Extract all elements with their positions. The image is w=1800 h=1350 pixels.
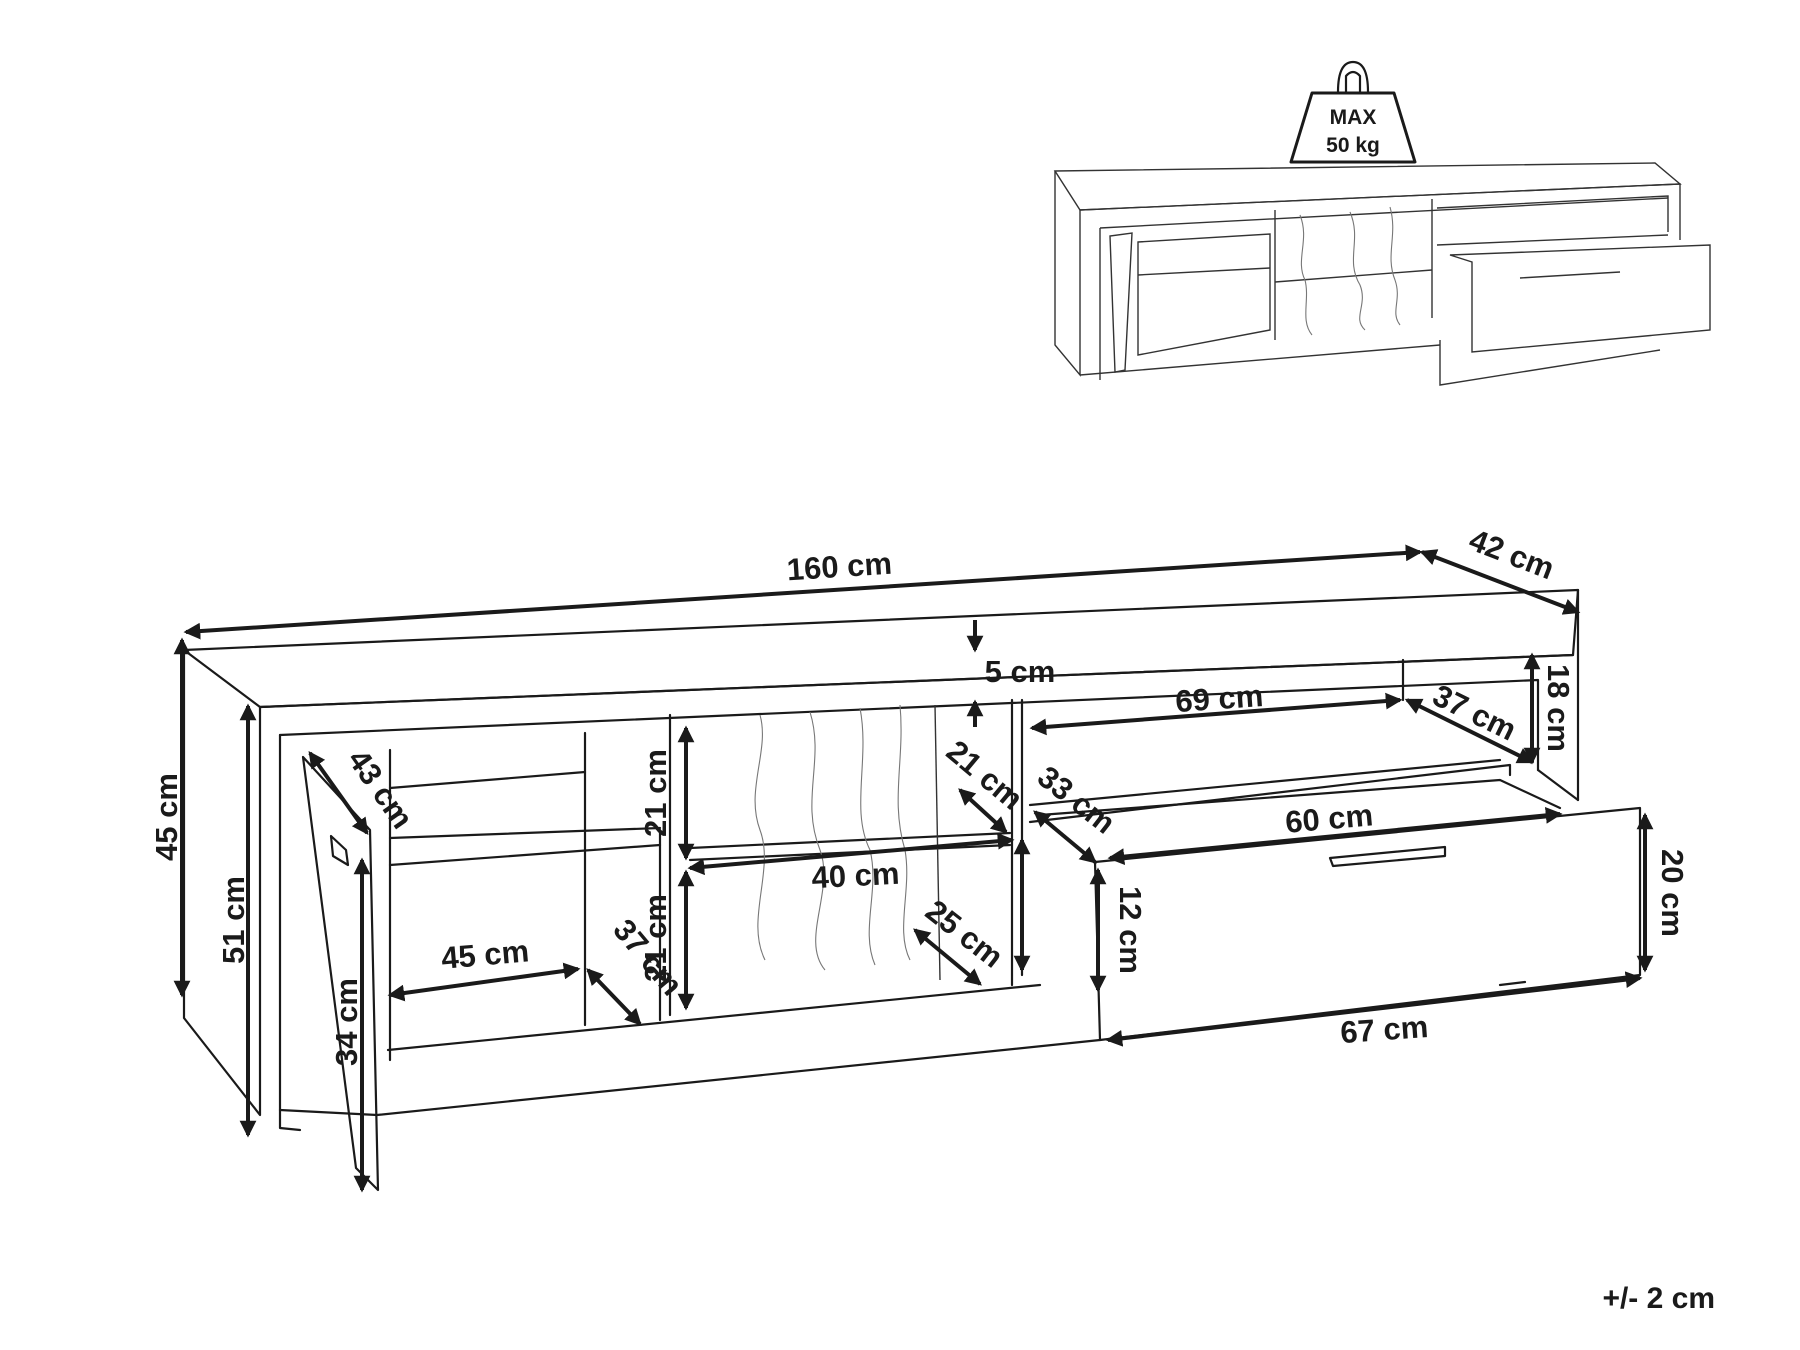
drawer-front <box>1093 806 1642 1042</box>
dim-middle-lower-depth: 25 cm <box>919 893 1010 975</box>
dim-drawer-front-width: 67 cm <box>1339 1009 1429 1050</box>
cabinet-top-panel <box>182 588 1580 709</box>
dim-door-depth: 43 cm <box>341 743 420 835</box>
dim-top-thickness: 5 cm <box>985 654 1056 689</box>
dim-drawer-inner-height: 12 cm <box>1113 886 1148 974</box>
dim-right-open-width: 69 cm <box>1174 678 1264 719</box>
left-door-open <box>301 755 380 1192</box>
weight-icon: MAX 50 kg <box>1289 60 1417 164</box>
dim-right-open-depth: 37 cm <box>1427 678 1521 748</box>
dim-drawer-front-height: 20 cm <box>1655 849 1690 937</box>
dim-drawer-side-depth: 33 cm <box>1031 759 1122 841</box>
tolerance-note: +/- 2 cm <box>1602 1282 1715 1315</box>
dim-middle-upper-depth: 21 cm <box>940 733 1030 816</box>
dimension-lines: 160 cm 42 cm 5 cm 45 cm 51 cm 43 cm 34 c… <box>149 522 1690 1193</box>
dim-middle-width: 40 cm <box>811 856 901 896</box>
weight-max-label: MAX <box>1330 106 1377 129</box>
dim-body-height: 51 cm <box>216 876 251 964</box>
dim-middle-upper-height: 21 cm <box>638 749 673 837</box>
dim-total-width: 160 cm <box>786 546 893 588</box>
dim-drawer-inner-width: 60 cm <box>1284 797 1375 840</box>
dim-left-compartment-width: 45 cm <box>440 933 531 976</box>
dim-right-open-height: 18 cm <box>1541 664 1576 752</box>
thumbnail-view: MAX 50 kg <box>1053 60 1711 386</box>
dim-total-height: 45 cm <box>149 773 184 861</box>
weight-value-label: 50 kg <box>1326 134 1380 157</box>
thumbnail-cabinet <box>1053 162 1711 386</box>
dim-total-depth: 42 cm <box>1464 522 1559 586</box>
cabinet-drawing <box>182 588 1642 1192</box>
dim-middle-lower-height: 21 cm <box>638 894 673 982</box>
dim-door-height: 34 cm <box>329 978 364 1066</box>
